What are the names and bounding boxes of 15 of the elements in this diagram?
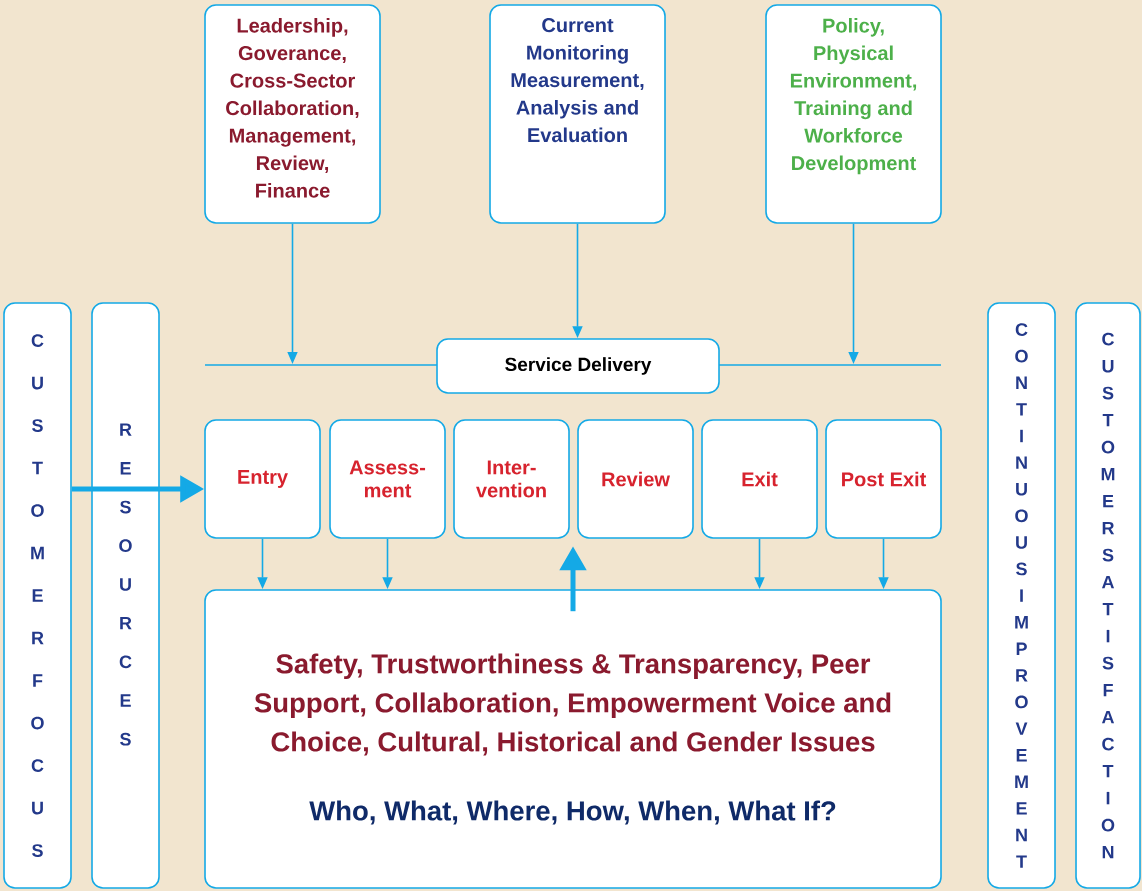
input-box: Leadership, Goverance, Cross-Sector Collaboration, Management, Review, Finance [204, 4, 381, 224]
stage-box: Entry [204, 419, 321, 539]
stage-box: Assess-ment [329, 419, 446, 539]
stage-box: Review [577, 419, 694, 539]
side-column-box: CUSTOMER FOCUS [3, 302, 72, 889]
service-delivery-box: Service Delivery [436, 338, 720, 394]
side-column-box: CUSTOMER SATISFACTION [1075, 302, 1141, 889]
stage-box: Post Exit [825, 419, 942, 539]
stage-box: Inter-vention [453, 419, 570, 539]
input-box: Policy, Physical Environment, Training and Workforce Development [765, 4, 942, 224]
side-column-box: CONTINUOUS IMPROVEMENT [987, 302, 1056, 889]
principles-box: Safety, Trustworthiness & Transparency, Peer Support, Collaboration, Empowerment Voice and Choice, Cultural, Historical and Gender Issues Who, What, Where, How, When, What If? [204, 589, 942, 889]
input-box: Current Monitoring Measurement, Analysis and Evaluation [489, 4, 666, 224]
side-column-box: RESOURCES [91, 302, 160, 889]
stage-box: Exit [701, 419, 818, 539]
